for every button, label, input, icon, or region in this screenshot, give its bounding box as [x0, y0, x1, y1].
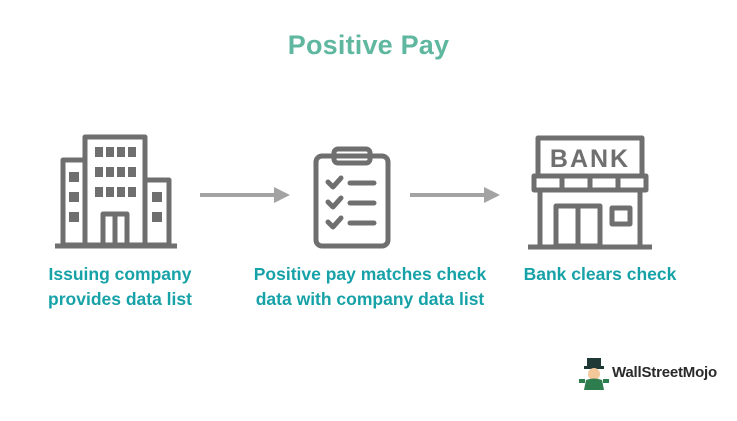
wallstreetmojo-logo: WallStreetMojo	[578, 358, 737, 390]
bank-sign-text: BANK	[550, 145, 630, 173]
flow-arrow-1	[200, 187, 290, 203]
step-1-caption-line-1: Issuing company	[48, 264, 192, 284]
step-1-caption: Issuing company provides data list	[30, 262, 210, 312]
step-3-caption-line-1: Bank clears check	[523, 264, 677, 284]
step-2-caption: Positive pay matches check data with com…	[240, 262, 500, 312]
checklist-clipboard-icon	[313, 146, 391, 249]
step-2-caption-line-1: Positive pay matches check	[253, 264, 487, 284]
bank-icon: BANK	[528, 135, 652, 250]
step-2-caption-line-2: data with company data list	[255, 289, 485, 309]
step-3-caption: Bank clears check	[510, 262, 690, 287]
step-1-caption-line-2: provides data list	[48, 289, 192, 309]
brand-name: WallStreetMojo	[612, 364, 717, 381]
building-icon	[55, 134, 177, 249]
flow-arrow-2	[410, 187, 500, 203]
mascot-icon	[579, 358, 609, 390]
diagram-title: Positive Pay	[287, 30, 450, 60]
